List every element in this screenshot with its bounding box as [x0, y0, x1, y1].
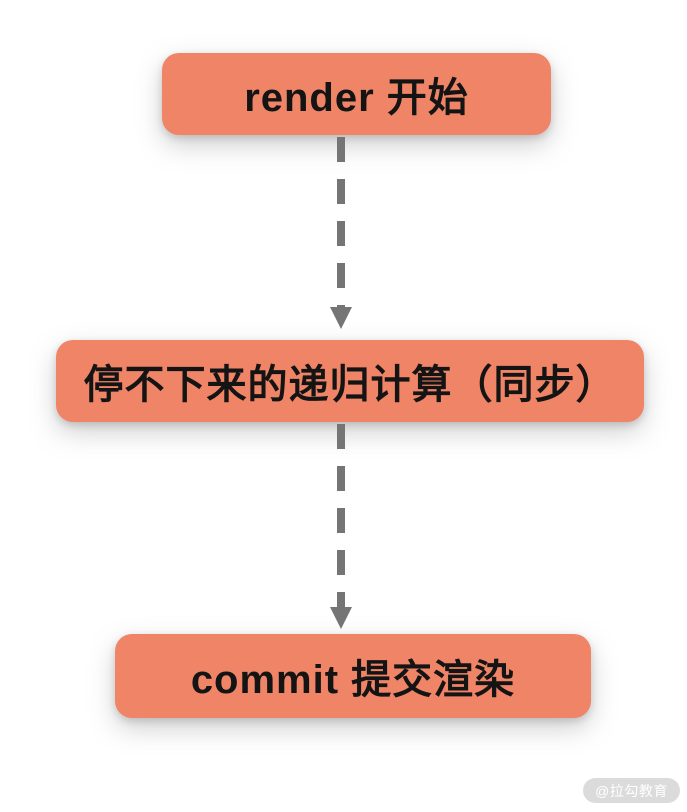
flow-node-render-start: render 开始 [162, 53, 551, 135]
dashed-arrow-down-1 [330, 137, 352, 329]
watermark-badge: @拉勾教育 [583, 778, 680, 803]
flow-node-sync-recursion: 停不下来的递归计算（同步） [56, 340, 644, 422]
dashed-arrow-down-2 [330, 424, 352, 629]
flow-node-commit-render: commit 提交渲染 [115, 634, 591, 718]
